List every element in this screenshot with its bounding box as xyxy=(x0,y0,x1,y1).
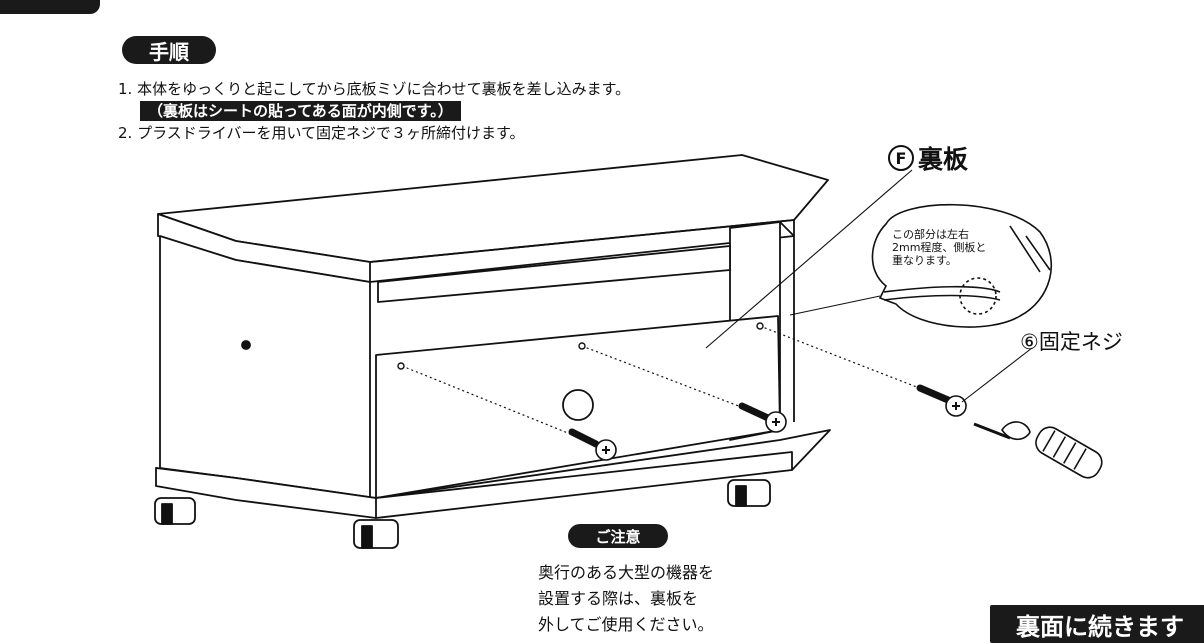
step-1-note: （裏板はシートの貼ってある面が内側です。） xyxy=(140,101,461,121)
step-1-text: 1. 本体をゆっくりと起こしてから底板ミゾに合わせて裏板を差し込みます。 xyxy=(118,80,631,98)
callout-bubble xyxy=(871,203,1053,328)
screw-icons xyxy=(568,384,967,461)
screwdriver-icon xyxy=(973,421,1103,479)
caution-line-1: 奥行のある大型の機器を xyxy=(538,563,715,582)
backboard-name: 裏板 xyxy=(918,145,969,174)
callout-line-3: 重なります。 xyxy=(892,254,957,267)
caution-badge: ご注意 xyxy=(568,524,668,548)
caster-rear-right xyxy=(727,479,771,507)
caution-line-3: 外してご使用ください。 xyxy=(538,615,714,634)
tv-stand-assembly-diagram xyxy=(154,154,1103,549)
screw-label: ⑥固定ネジ xyxy=(1020,330,1123,354)
caster-front-middle xyxy=(353,519,399,549)
backboard-letter-icon: F xyxy=(888,145,914,171)
callout-line-1: この部分は左右 xyxy=(892,228,969,241)
screw-2 xyxy=(738,402,787,433)
step-title-badge: 手順 xyxy=(122,36,216,64)
cable-hole xyxy=(562,389,594,421)
screw-leader xyxy=(961,347,1033,403)
step-instructions: 1. 本体をゆっくりと起こしてから底板ミゾに合わせて裏板を差し込みます。 （裏板… xyxy=(118,78,630,144)
screw-3 xyxy=(916,384,967,417)
screw-1 xyxy=(568,428,617,461)
caution-line-2: 設置する際は、裏板を xyxy=(538,589,699,608)
continue-banner: 裏面に続きます xyxy=(990,605,1204,643)
callout-line-2: 2mm程度、側板と xyxy=(892,241,987,254)
side-hole xyxy=(241,340,251,350)
caution-text: 奥行のある大型の機器を 設置する際は、裏板を 外してご使用ください。 xyxy=(538,560,714,638)
backboard-label: F 裏板 xyxy=(888,140,968,176)
callout-text: この部分は左右 2mm程度、側板と 重なります。 xyxy=(892,228,1002,267)
shelf-board xyxy=(377,245,731,303)
corner-tab xyxy=(0,0,100,14)
step-2-text: 2. プラスドライバーを用いて固定ネジで３ヶ所締付けます。 xyxy=(118,124,525,142)
backboard-leader xyxy=(705,169,913,349)
caster-front-left xyxy=(154,497,196,525)
